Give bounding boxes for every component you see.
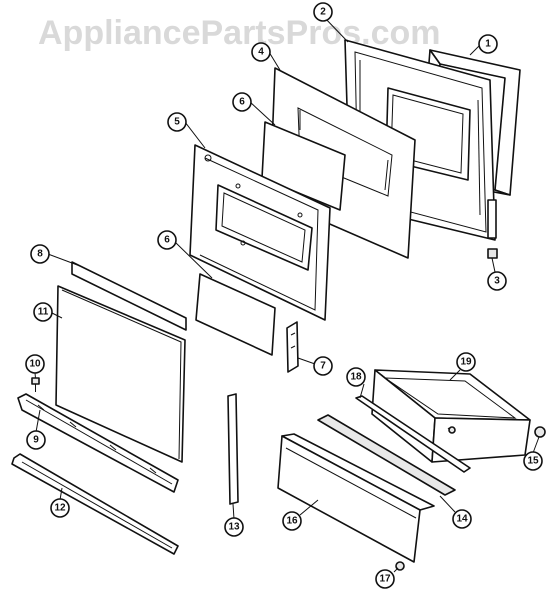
callout-6-upper: 6 (232, 92, 252, 112)
svg-text:4: 4 (258, 47, 264, 58)
svg-text:15: 15 (527, 456, 539, 467)
svg-text:11: 11 (38, 307, 49, 318)
svg-text:9: 9 (33, 435, 39, 446)
svg-text:14: 14 (456, 514, 468, 525)
svg-text:18: 18 (350, 372, 362, 383)
part-6-window-glass-lower (195, 273, 276, 356)
svg-text:17: 17 (379, 574, 391, 585)
svg-text:6: 6 (164, 235, 170, 246)
callout-17: 17 (375, 569, 395, 589)
part-14-drawer-liner (317, 414, 456, 496)
svg-text:16: 16 (286, 516, 298, 527)
part-5-inner-door (189, 144, 331, 321)
svg-text:1: 1 (485, 39, 491, 50)
callout-5: 5 (167, 112, 187, 132)
callout-4: 4 (251, 42, 271, 62)
callout-13: 13 (224, 517, 244, 537)
part-11-outer-door-panel (55, 285, 186, 463)
part-9-door-handle (17, 393, 179, 493)
callout-12: 12 (50, 498, 70, 518)
part-12-handle-trim (11, 453, 179, 555)
callout-9: 9 (26, 430, 46, 450)
part-6-window-glass-upper (261, 121, 346, 211)
callout-2: 2 (313, 2, 333, 22)
callout-6-lower: 6 (157, 230, 177, 250)
callout-14: 14 (452, 509, 472, 529)
part-13-side-trim (227, 393, 239, 505)
part-8-door-trim (71, 261, 187, 331)
svg-text:8: 8 (37, 249, 43, 260)
callout-16: 16 (282, 511, 302, 531)
callout-1: 1 (478, 34, 498, 54)
svg-text:2: 2 (320, 7, 326, 18)
callout-10: 10 (25, 354, 45, 374)
part-19-drawer-body (371, 369, 531, 463)
callout-3: 3 (487, 271, 507, 291)
callout-19: 19 (456, 352, 476, 372)
callout-15: 15 (523, 451, 543, 471)
callout-11: 11 (33, 302, 53, 322)
svg-text:10: 10 (29, 359, 41, 370)
svg-text:6: 6 (239, 97, 245, 108)
part-10-screw (31, 377, 40, 392)
watermark-text: AppliancePartsPros.com (38, 14, 440, 52)
part-16-drawer-front (277, 433, 435, 563)
leader-lines (34, 15, 540, 573)
part-15-bumper (534, 426, 546, 438)
svg-text:12: 12 (54, 503, 66, 514)
svg-text:13: 13 (228, 522, 240, 533)
svg-text:3: 3 (494, 276, 500, 287)
part-3-clip (487, 248, 498, 259)
svg-text:19: 19 (460, 357, 472, 368)
part-7-hinge-bracket (286, 321, 299, 373)
callout-18: 18 (346, 367, 366, 387)
svg-text:7: 7 (320, 361, 326, 372)
svg-text:5: 5 (174, 117, 180, 128)
callout-7: 7 (313, 356, 333, 376)
callout-8: 8 (30, 244, 50, 264)
